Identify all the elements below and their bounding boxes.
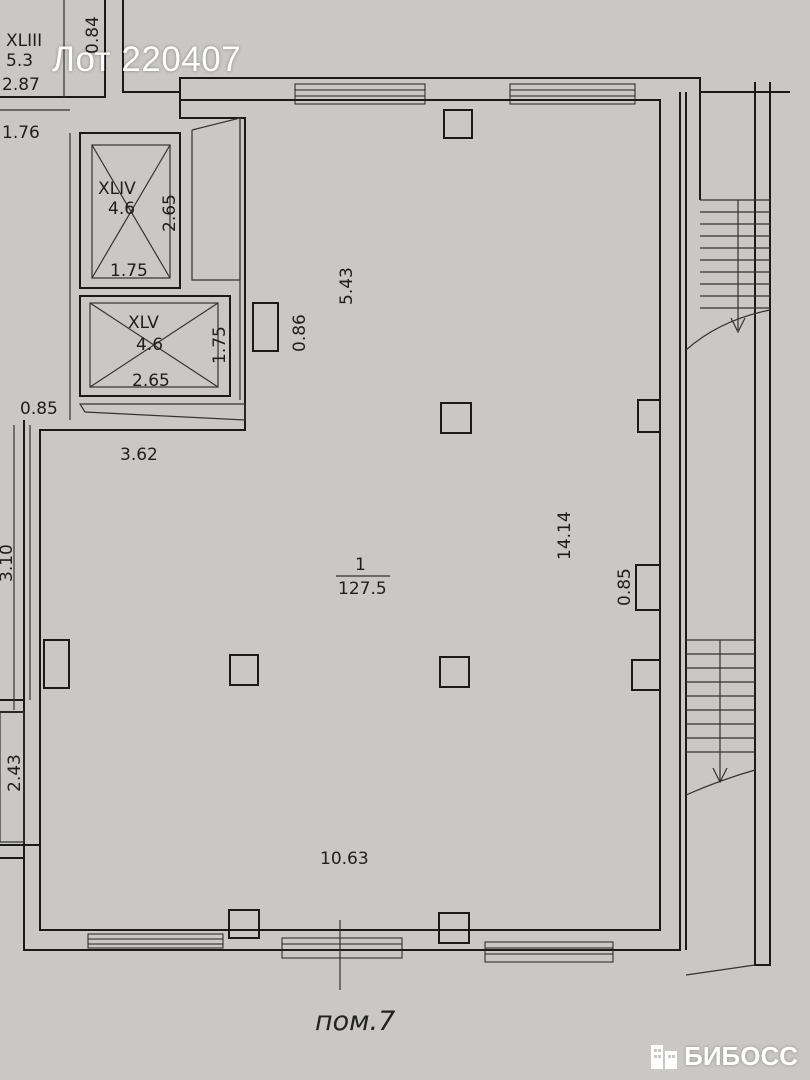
shaft2-width: 2.65 <box>132 371 170 391</box>
dim-left-small: 2.43 <box>5 754 25 792</box>
room-number: 1 <box>355 555 366 575</box>
dim-top-left-d: 0.84 <box>83 16 103 54</box>
dim-top-left-b: 5.3 <box>6 51 33 71</box>
windows-top <box>294 83 636 105</box>
room-area: 127.5 <box>338 579 387 599</box>
shaft-xliv: XLIV 4.6 1.75 2.65 <box>79 132 181 289</box>
shaft2-height: 1.75 <box>210 326 230 364</box>
brand-watermark: БИБОСС <box>650 1041 798 1072</box>
shaft1-height: 2.65 <box>160 194 180 232</box>
shaft1-area: 4.6 <box>108 199 135 219</box>
dim-niche-top: 0.86 <box>290 314 310 352</box>
corridor-partitions <box>0 117 246 843</box>
dim-top-left-c: 2.87 <box>2 75 40 95</box>
dim-width-main: 10.63 <box>320 849 369 869</box>
room-label: 1 127.5 <box>336 555 390 599</box>
shaft-xlv: XLV 4.6 2.65 1.75 <box>79 295 231 397</box>
dim-depth-main: 14.14 <box>555 511 575 560</box>
stairs-lower <box>685 639 756 796</box>
building-icon <box>651 1044 678 1069</box>
shaft1-width: 1.75 <box>110 261 148 281</box>
columns <box>43 109 661 944</box>
dim-left-cut: 3.10 <box>0 544 17 582</box>
dimension-labels: 5.43 0.86 0.85 3.62 14.14 0.85 2.43 3.10… <box>0 267 635 869</box>
top-left-fragment: XLIII 5.3 2.87 0.84 1.76 <box>0 0 790 143</box>
lot-title: Лот 220407 <box>52 40 242 79</box>
stairs-upper <box>685 199 771 351</box>
shaft2-area: 4.6 <box>136 335 163 355</box>
dim-top-left-a: XLIII <box>6 31 42 51</box>
shaft1-name: XLIV <box>98 179 136 199</box>
windows-bottom <box>87 920 614 990</box>
room-caption: пом.7 <box>315 1006 396 1037</box>
dim-top-left-e: 1.76 <box>2 123 40 143</box>
shaft2-name: XLV <box>128 313 159 333</box>
brand-name: БИБОСС <box>684 1041 798 1071</box>
dim-niche-right: 0.85 <box>615 568 635 606</box>
dim-corridor-width: 3.62 <box>120 445 158 465</box>
dim-left-gap: 0.85 <box>20 399 58 419</box>
dim-height-main: 5.43 <box>337 267 357 305</box>
